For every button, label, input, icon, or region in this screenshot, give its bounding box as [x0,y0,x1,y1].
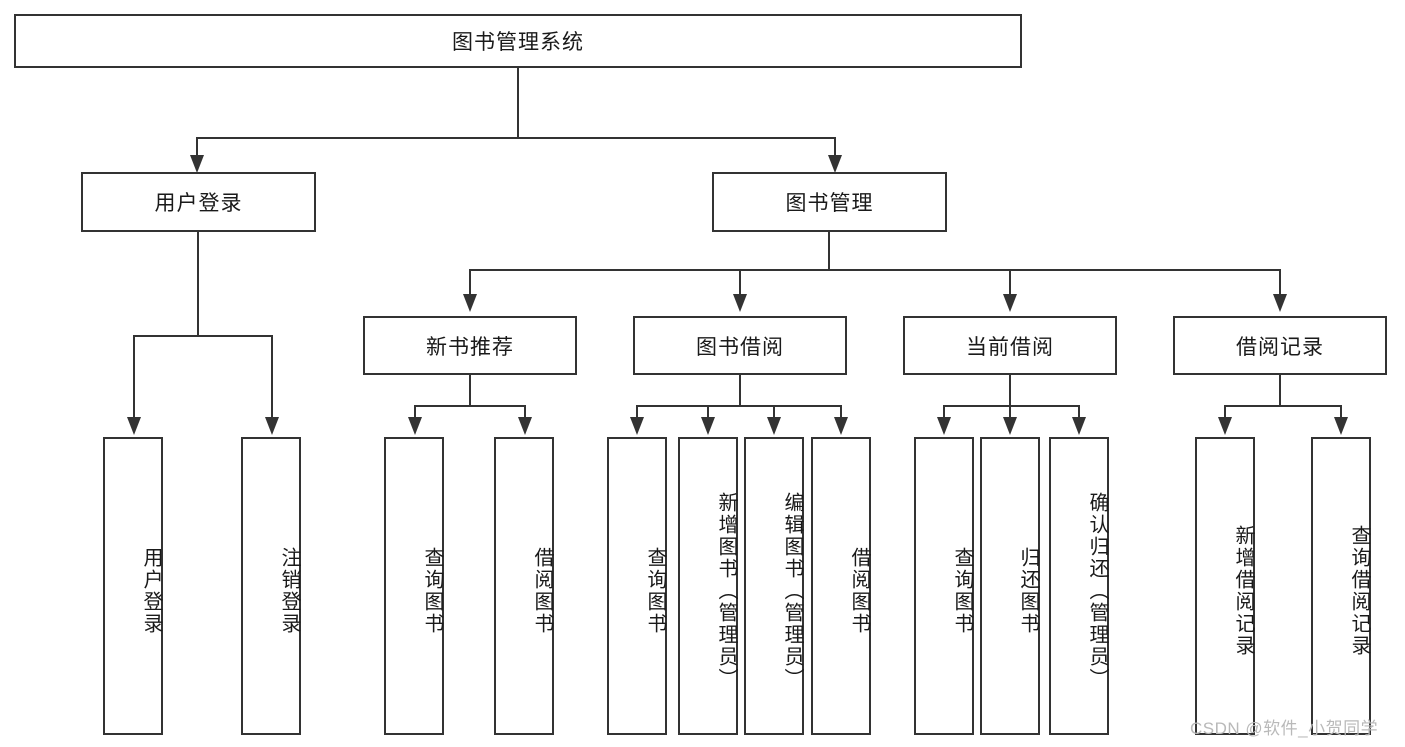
connector-new-book-drop-2 [524,405,526,419]
connector-current-borrow-stem [1009,375,1011,407]
node-book-manage[interactable]: 图书管理 [712,172,947,232]
node-current-borrow[interactable]: 当前借阅 [903,316,1117,375]
arrow-to-book-borrow [733,294,747,312]
connector-current-borrow-drop-2 [1009,405,1011,419]
leaf-borrow-book[interactable]: 借阅图书 [811,437,871,735]
node-label: 借阅记录 [1236,335,1324,359]
node-label: 编辑图书（管理员） [781,492,803,690]
node-label: 查询图书 [951,547,973,635]
connector-book-borrow-bus [636,405,842,407]
node-label: 用户登录 [154,192,243,215]
node-label: 图书借阅 [696,335,784,359]
leaf-logout[interactable]: 注销登录 [241,437,301,735]
connector-book-borrow-drop-1 [636,405,638,419]
node-label: 借阅图书 [848,547,870,635]
connector-book-borrow-drop-2 [707,405,709,419]
node-label: 新增图书（管理员） [715,492,737,690]
connector-user-login-stem [197,232,199,336]
leaf-query-book-current[interactable]: 查询图书 [914,437,974,735]
arrow-to-current-borrow [1003,294,1017,312]
arrow-to-leaf-logout [265,417,279,435]
node-book-borrow[interactable]: 图书借阅 [633,316,847,375]
node-label: 确认归还（管理员） [1086,492,1108,690]
arrow-to-leaf-query-book-nb [408,417,422,435]
node-user-login[interactable]: 用户登录 [81,172,316,232]
connector-book-borrow-drop-4 [840,405,842,419]
leaf-query-borrow-record[interactable]: 查询借阅记录 [1311,437,1371,735]
leaf-add-borrow-record[interactable]: 新增借阅记录 [1195,437,1255,735]
connector-borrow-record-drop-1 [1224,405,1226,419]
node-borrow-record[interactable]: 借阅记录 [1173,316,1387,375]
connector-level2-bus [196,137,836,139]
leaf-query-book-borrow[interactable]: 查询图书 [607,437,667,735]
arrow-to-new-book [463,294,477,312]
arrow-to-leaf-borrow-book-nb [518,417,532,435]
node-label: 用户登录 [140,547,162,635]
csdn-watermark: CSDN @软件_小贺同学 [1190,719,1379,738]
node-label: 新增借阅记录 [1232,525,1254,657]
connector-borrow-record-drop-2 [1340,405,1342,419]
connector-level3-bus [469,269,1281,271]
connector-new-book-bus [414,405,526,407]
connector-current-borrow-drop-3 [1078,405,1080,419]
connector-new-book-stem [469,375,471,407]
connector-root-stem [517,68,519,138]
connector-level3-drop-1 [469,269,471,295]
node-label: 图书管理系统 [452,31,584,54]
connector-level3-drop-3 [1009,269,1011,295]
node-label: 借阅图书 [531,547,553,635]
connector-borrow-record-bus [1224,405,1342,407]
connector-book-borrow-stem [739,375,741,407]
connector-book-manage-stem [828,232,830,271]
connector-level2-drop-left [196,137,198,157]
node-label: 归还图书 [1017,547,1039,635]
connector-current-borrow-bus [943,405,1080,407]
arrow-to-leaf-add-record [1218,417,1232,435]
arrow-to-leaf-query-book-bb [630,417,644,435]
leaf-query-book-new[interactable]: 查询图书 [384,437,444,735]
node-label: 注销登录 [278,547,300,635]
arrow-to-borrow-record [1273,294,1287,312]
connector-new-book-drop-1 [414,405,416,419]
node-label: 当前借阅 [966,335,1054,359]
node-label: 查询图书 [421,547,443,635]
connector-level3-drop-4 [1279,269,1281,295]
connector-user-login-drop-2 [271,335,273,419]
node-label: 图书管理 [785,192,874,215]
arrow-to-leaf-borrow-book-bb [834,417,848,435]
arrow-to-leaf-query-record [1334,417,1348,435]
connector-level3-drop-2 [739,269,741,295]
node-label: 查询图书 [644,547,666,635]
connector-level2-drop-right [834,137,836,157]
arrow-to-book-manage [828,155,842,173]
node-label: 新书推荐 [426,335,514,359]
arrow-to-leaf-user-login [127,417,141,435]
connector-borrow-record-stem [1279,375,1281,407]
connector-book-borrow-drop-3 [773,405,775,419]
leaf-user-login[interactable]: 用户登录 [103,437,163,735]
arrow-to-leaf-edit-book [767,417,781,435]
node-new-book-recommend[interactable]: 新书推荐 [363,316,577,375]
arrow-to-leaf-query-book-cb [937,417,951,435]
arrow-to-leaf-confirm-return [1072,417,1086,435]
arrow-to-user-login [190,155,204,173]
leaf-return-book[interactable]: 归还图书 [980,437,1040,735]
arrow-to-leaf-add-book [701,417,715,435]
leaf-confirm-return-admin[interactable]: 确认归还（管理员） [1049,437,1109,735]
connector-user-login-drop-1 [133,335,135,419]
arrow-to-leaf-return-book [1003,417,1017,435]
leaf-add-book-admin[interactable]: 新增图书（管理员） [678,437,738,735]
node-label: 查询借阅记录 [1348,525,1370,657]
connector-user-login-bus [133,335,273,337]
leaf-borrow-book-new[interactable]: 借阅图书 [494,437,554,735]
node-root-system[interactable]: 图书管理系统 [14,14,1022,68]
leaf-edit-book-admin[interactable]: 编辑图书（管理员） [744,437,804,735]
connector-current-borrow-drop-1 [943,405,945,419]
